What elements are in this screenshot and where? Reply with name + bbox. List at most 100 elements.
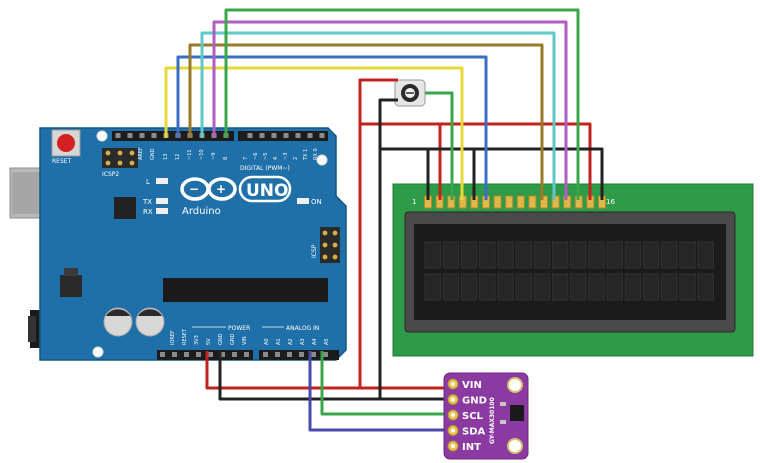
lcd-char-cell <box>551 241 569 269</box>
power-pin-label: RESET <box>182 328 188 345</box>
lcd-char-cell <box>661 241 678 269</box>
digital-pin-label: 13 <box>163 154 169 160</box>
lcd-char-cell <box>624 241 642 269</box>
power-header-pin <box>220 352 225 357</box>
lcd-char-cell <box>661 273 678 301</box>
brand-label: Arduino <box>182 206 221 217</box>
lcd-char-cell <box>697 241 714 269</box>
digital-header-pin <box>307 133 313 138</box>
gnd-label: GND <box>150 148 156 160</box>
lcd-header-pin <box>528 195 537 209</box>
lcd-char-cell <box>679 241 696 269</box>
reset-label: RESET <box>52 158 72 165</box>
digital-header-pin <box>319 133 325 138</box>
wire-yellow-d12 <box>164 66 464 200</box>
lcd-header-pin <box>551 195 560 209</box>
digital-pin-label: ~6 <box>253 153 259 160</box>
sensor-component <box>500 420 506 424</box>
digital-header-pin <box>295 133 301 138</box>
logo-minus-glyph: − <box>189 182 199 196</box>
digital-header-pin <box>271 133 277 138</box>
potentiometer <box>394 79 426 107</box>
lcd-char-cell <box>460 241 478 269</box>
lcd-char-cell <box>679 273 696 301</box>
capacitor-mark <box>106 309 130 316</box>
digital-header-pin <box>283 133 289 138</box>
sensor-pin-label: SCL <box>462 411 484 422</box>
lcd-char-cell <box>606 241 623 269</box>
power-header-pin <box>208 352 213 357</box>
analog-pin-label: A0 <box>264 338 270 345</box>
digital-header-pin <box>151 133 157 138</box>
lcd-char-cell <box>442 241 460 269</box>
digital-pin-label: 8 <box>223 157 229 160</box>
lcd-char-cell <box>460 273 478 301</box>
sensor-chip <box>510 405 524 421</box>
atmega-chip <box>163 278 328 302</box>
power-pin-label: IOREF <box>170 330 176 345</box>
lcd-char-cell <box>479 241 496 269</box>
digital-pin-label: RX 0 <box>313 148 319 160</box>
lcd-header-pin <box>505 195 514 209</box>
lcd-pin16-label: 16 <box>606 198 615 206</box>
analog-pin-label: A3 <box>300 338 306 345</box>
lcd-char-cell <box>551 273 569 301</box>
wires <box>164 8 604 432</box>
lcd-char-cell <box>497 273 514 301</box>
digital-pin-label: TX 1 <box>303 149 309 161</box>
digital-pin-label: 7 <box>243 157 249 160</box>
bottom-pin-row <box>160 352 328 357</box>
power-pin-label: GND <box>230 333 236 345</box>
wire-indigo-sda <box>308 351 452 432</box>
sensor-pin-hole <box>451 444 455 448</box>
lcd-module: 1 16 <box>392 183 754 357</box>
lcd-char-cell <box>624 273 642 301</box>
on-label: ON <box>311 198 322 206</box>
sensor-mount-hole <box>507 377 523 393</box>
arduino-uno-board: RESET ICSP2 L TX RX ON − + UNO Arduino <box>9 127 347 361</box>
lcd-screen <box>414 224 726 320</box>
lcd-char-cell <box>533 273 551 301</box>
led-rx <box>156 208 168 214</box>
digital-header-block-b <box>238 131 328 141</box>
sensor-pin-label: VIN <box>462 380 482 391</box>
analog-pin-label: A5 <box>324 338 330 345</box>
reset-button <box>57 134 75 152</box>
power-header-pin <box>184 352 189 357</box>
analog-header-pin <box>311 352 316 357</box>
led-l-label: L <box>146 178 150 186</box>
sensor-mount-hole <box>507 438 523 454</box>
digital-header-block-a <box>112 131 234 141</box>
digital-header-pin <box>259 133 265 138</box>
lcd-char-cell <box>479 273 496 301</box>
sensor-pin-hole <box>451 413 455 417</box>
sensor-pcb <box>443 372 529 460</box>
wire-brown-d10 <box>188 43 544 200</box>
wire-green-d7 <box>224 8 580 200</box>
mount-hole <box>316 154 328 166</box>
sensor-pin-label: SDA <box>462 427 486 438</box>
capacitor-mark <box>138 309 162 316</box>
icsp2-header <box>102 148 138 168</box>
digital-label: DIGITAL (PWM~) <box>240 165 290 172</box>
regulator-tab <box>64 268 78 276</box>
digital-pin-label: ~3 <box>283 153 289 160</box>
digital-header-pin <box>139 133 145 138</box>
analog-pin-label: A4 <box>312 338 318 345</box>
lcd-char-cell <box>424 273 441 301</box>
digital-pin-label: ~10 <box>199 149 205 160</box>
analog-header-pin <box>263 352 268 357</box>
digital-header-pin <box>127 133 133 138</box>
lcd-char-cell <box>424 241 441 269</box>
led-tx <box>156 198 168 204</box>
lcd-char-cell <box>515 273 532 301</box>
lcd-char-cell <box>642 241 660 269</box>
power-header-pin <box>196 352 201 357</box>
wire-black-lcd-gnd <box>380 147 604 200</box>
analog-label: ANALOG IN <box>286 325 319 332</box>
